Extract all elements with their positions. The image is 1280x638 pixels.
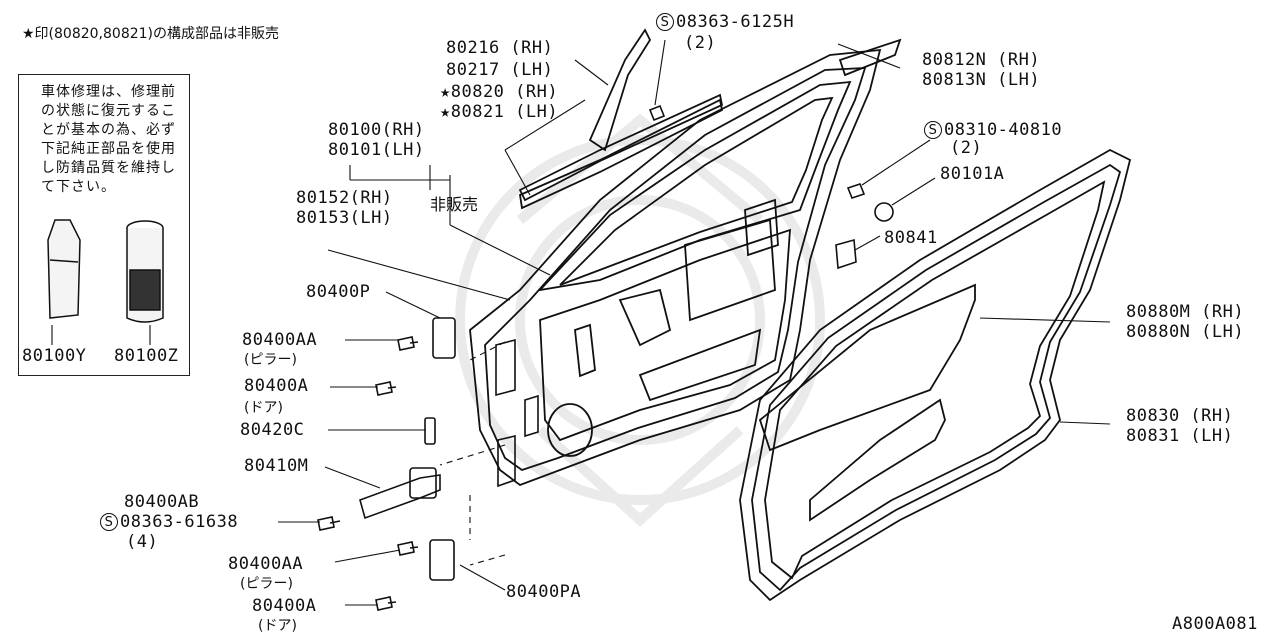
product-label-tube: 80100Y [22, 346, 87, 366]
anticorrosion-tube [47, 219, 81, 319]
part-label: ★80820 (RH) [440, 82, 559, 102]
part-label: 80400PA [506, 582, 582, 602]
part-label: 80841 [884, 228, 938, 248]
part-note: (ドア) [244, 400, 283, 416]
part-label: 80812N (RH) [922, 50, 1041, 70]
part-note: (ドア) [258, 618, 297, 634]
part-label: 80400AA [242, 330, 318, 350]
part-label: 80400AA [228, 554, 304, 574]
part-label: 80813N (LH) [922, 70, 1041, 90]
part-label: 80831 (LH) [1126, 426, 1234, 446]
weatherstrip-seal [519, 98, 1132, 602]
part-label: 80400AB [124, 492, 200, 512]
standard-part-icon: S [100, 513, 118, 531]
not-sold-label: 非販売 [430, 195, 479, 214]
hinge-parts [317, 104, 894, 611]
part-label: 80153(LH) [296, 208, 393, 228]
door-shell [469, 28, 902, 487]
part-label: 80410M [244, 456, 309, 476]
part-qty: (4) [126, 532, 159, 552]
part-label: 80400A [244, 376, 309, 396]
part-label: 80400P [306, 282, 371, 302]
watermark-emblem [455, 113, 825, 527]
part-label: 80880M (RH) [1126, 302, 1245, 322]
part-label: 80830 (RH) [1126, 406, 1234, 426]
part-qty: (2) [684, 33, 717, 53]
anticorrosion-spray-can [126, 220, 164, 323]
part-label: ★80821 (LH) [440, 102, 559, 122]
part-note: (ピラー) [240, 576, 293, 592]
leader-lines [51, 39, 1111, 606]
repair-note-box: 車体修理は、修理前の状態に復元することが基本の為、必ず下記純正部品を使用し防錆品… [18, 74, 190, 376]
header-note: ★印(80820,80821)の構成部品は非販売 [22, 26, 279, 42]
part-qty: (2) [950, 138, 983, 158]
part-label: 80400A [252, 596, 317, 616]
standard-part-icon: S [656, 13, 674, 31]
part-note: (ピラー) [244, 352, 297, 368]
part-label: 80100(RH) [328, 120, 425, 140]
part-label: 80217 (LH) [446, 60, 554, 80]
part-label: 80420C [240, 420, 305, 440]
part-label: 80152(RH) [296, 188, 393, 208]
repair-note-text: 車体修理は、修理前の状態に復元することが基本の為、必ず下記純正部品を使用し防錆品… [41, 84, 176, 195]
figure-id: A800A081 [1172, 614, 1258, 634]
part-label: 80101A [940, 164, 1005, 184]
part-label: 80880N (LH) [1126, 322, 1245, 342]
part-label: 80101(LH) [328, 140, 425, 160]
product-label-can: 80100Z [114, 346, 179, 366]
standard-part-icon: S [924, 121, 942, 139]
part-label: 80216 (RH) [446, 38, 554, 58]
